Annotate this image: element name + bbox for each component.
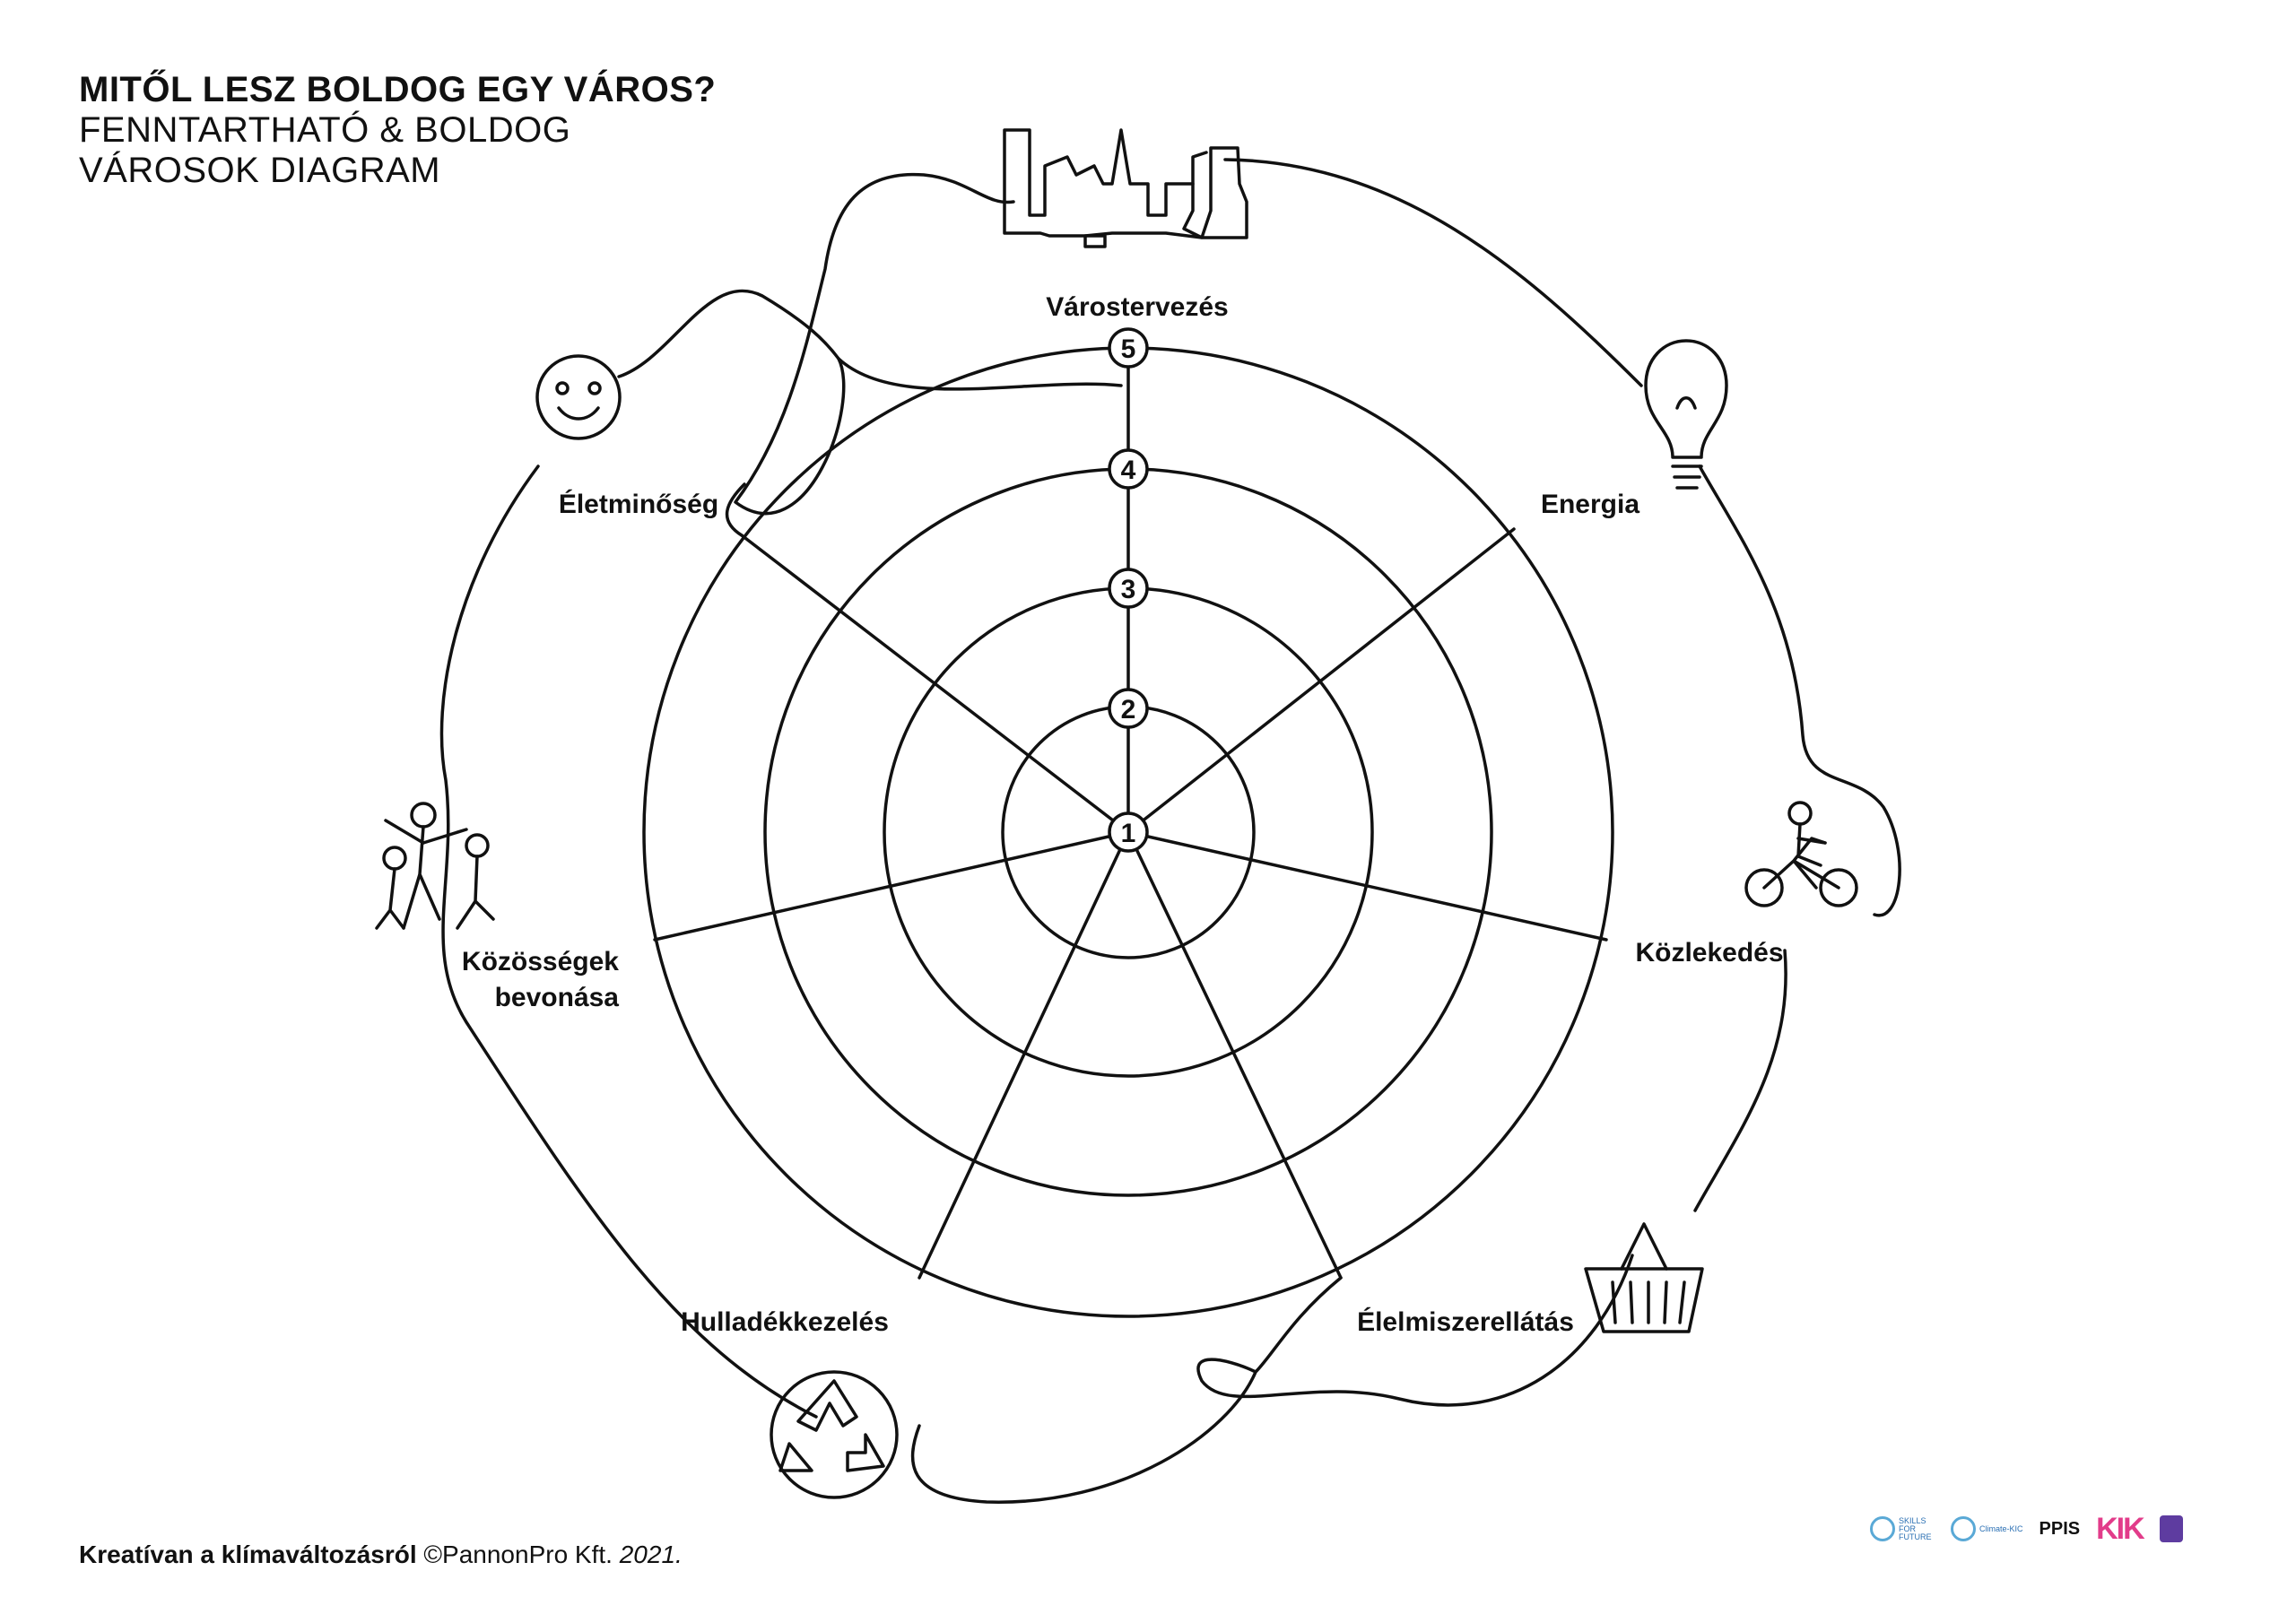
recycle-icon [770,1370,899,1499]
kik-logo: KIK [2096,1512,2145,1546]
page-title: MITŐL LESZ BOLDOG EGY VÁROS? [79,70,717,109]
footer-title: Kreatívan a klímaváltozásról [79,1541,417,1568]
kik-logo-text: KIK [2096,1512,2145,1546]
scale-marker-1: 1 [1108,812,1149,853]
shopping-basket-icon [1584,1222,1704,1333]
brand-square-logo [2159,1515,2183,1542]
footer-year: 2021. [619,1541,683,1568]
climate-logo-icon [1951,1516,1976,1541]
skills-logo-icon [1870,1516,1895,1541]
label-elelmiszerellatas: Élelmiszerellátás [1357,1306,1574,1337]
city-skyline-icon [1003,128,1248,248]
label-kozossegek-line1: Közösségek [462,947,619,976]
spoke-eletminoseg [740,534,1130,834]
spoke-kozossegek [653,830,1130,942]
footer: Kreatívan a klímaváltozásról ©PannonPro … [79,1541,683,1569]
outer-flowing-line [439,158,1901,1504]
scale-marker-3: 3 [1108,568,1149,609]
page-subtitle-line2: VÁROSOK DIAGRAM [79,150,441,190]
scale-label-2: 2 [1121,695,1136,725]
spoke-elelmiszer [1126,830,1343,1280]
label-eletminoseg: Életminőség [559,489,718,519]
cyclist-icon [1744,801,1858,907]
label-energia: Energia [1541,490,1639,519]
lightbulb-icon [1644,339,1728,490]
scale-marker-4: 4 [1108,448,1149,490]
climate-logo-text: Climate-KIC [1979,1523,2023,1533]
skills-logo-text: SKILLS FOR FUTURE [1899,1515,1932,1541]
footer-copyright: ©PannonPro Kft. [423,1541,613,1568]
ppis-logo-text: PPIS [2039,1519,2081,1539]
spoke-kozlekedes [1126,830,1608,942]
label-varostervezes: Várostervezés [1046,292,1228,322]
scale-label-5: 5 [1121,334,1136,364]
title-block: MITŐL LESZ BOLDOG EGY VÁROS? FENNTARTHAT… [79,70,716,190]
spoke-hulladek [918,830,1130,1280]
label-kozlekedes: Közlekedés [1635,938,1783,968]
scale-marker-2: 2 [1108,688,1149,729]
ppis-logo: PPIS [2039,1520,2081,1538]
smiley-icon [535,354,622,440]
square-logo-icon [2159,1515,2183,1542]
scale-label-4: 4 [1121,456,1136,485]
scale-label-1: 1 [1121,819,1136,848]
label-hulladekkezeles: Hulladékkezelés [681,1307,889,1337]
spoke-energia [1126,527,1516,834]
category-labels: Várostervezés Energia Közlekedés Élelmis… [462,292,1784,1337]
people-group-icon [375,802,495,930]
scale-label-3: 3 [1121,575,1136,604]
climate-kic-logo: Climate-KIC [1951,1516,2023,1541]
scale-marker-5: 5 [1108,327,1149,369]
page-subtitle-line1: FENNTARTHATÓ & BOLDOG [79,109,571,150]
scale-markers: 1 2 3 4 5 [1108,327,1149,853]
partner-logos: SKILLS FOR FUTURE Climate-KIC PPIS KIK [1870,1514,2183,1544]
label-kozossegek-line2: bevonása [495,983,620,1012]
skills-for-future-logo: SKILLS FOR FUTURE [1870,1516,1935,1541]
outer-flowing-line-2 [725,357,1123,537]
